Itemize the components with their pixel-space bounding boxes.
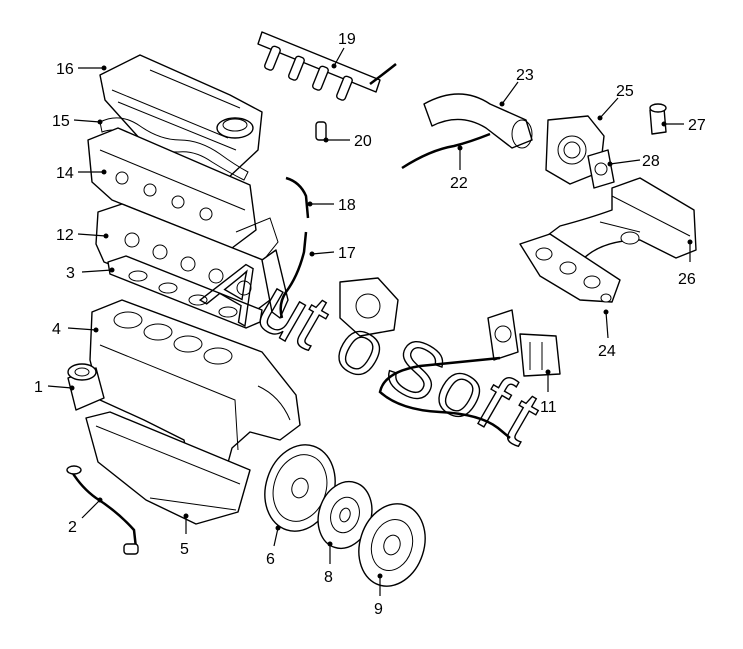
oil-filter-part [67, 363, 105, 411]
callout-20-label: 20 [354, 133, 372, 150]
callout-12: 12 [56, 227, 109, 244]
pipe-part [279, 231, 308, 319]
callout-9-label: 9 [374, 601, 383, 618]
ignition-coil-part [519, 333, 561, 377]
callout-24: 24 [598, 309, 616, 360]
callout-11: 11 [540, 369, 557, 416]
callouts: 1 2 3 4 5 6 8 [34, 31, 706, 618]
callout-1: 1 [34, 379, 75, 396]
callout-25-label: 25 [616, 83, 634, 100]
callout-4: 4 [52, 321, 99, 338]
callout-6-label: 6 [266, 551, 275, 568]
valve-cover-part [99, 54, 263, 179]
fitting-part [649, 103, 667, 135]
callout-28: 28 [607, 153, 660, 170]
head-gasket-part [107, 255, 263, 329]
callout-26-label: 26 [678, 271, 696, 288]
callout-3: 3 [66, 265, 115, 282]
callout-18-label: 18 [338, 197, 356, 214]
throttle-gasket-part [587, 149, 615, 189]
callout-27: 27 [661, 117, 706, 134]
callout-6: 6 [266, 525, 281, 568]
oil-pan-part [85, 411, 251, 525]
callout-17: 17 [309, 245, 356, 262]
callout-8: 8 [324, 541, 333, 586]
intake-hose-part [423, 93, 533, 149]
callout-22: 22 [450, 145, 468, 192]
callout-16: 16 [56, 61, 107, 78]
cam-carrier-part [87, 127, 257, 249]
callout-14-label: 14 [56, 165, 74, 182]
callout-2-label: 2 [68, 519, 77, 536]
callout-18: 18 [307, 197, 356, 214]
fuel-rail-part [257, 31, 397, 101]
callout-27-label: 27 [688, 117, 706, 134]
cylinder-head-part [95, 203, 289, 319]
callout-12-label: 12 [56, 227, 74, 244]
pressure-plate-part [358, 503, 426, 587]
callout-16-label: 16 [56, 61, 74, 78]
manifold-gasket-part [519, 233, 621, 303]
callout-23-label: 23 [516, 67, 534, 84]
bracket-part [378, 309, 519, 439]
callout-14: 14 [56, 165, 107, 182]
callout-11-label: 11 [540, 399, 557, 416]
breather-hose-part [401, 132, 491, 170]
callout-17-label: 17 [338, 245, 356, 262]
callout-2: 2 [68, 497, 103, 536]
callout-4-label: 4 [52, 321, 61, 338]
callout-8-label: 8 [324, 569, 333, 586]
small-hose-part [285, 176, 310, 219]
engine-block-part [89, 299, 301, 471]
callout-1-label: 1 [34, 379, 43, 396]
callout-26: 26 [678, 239, 696, 288]
callout-20: 20 [323, 133, 372, 150]
water-pump-part [339, 277, 399, 337]
callout-15: 15 [52, 113, 103, 130]
callout-28-label: 28 [642, 153, 660, 170]
callout-9: 9 [374, 573, 383, 618]
callout-5-label: 5 [180, 541, 189, 558]
callout-3-label: 3 [66, 265, 75, 282]
callout-15-label: 15 [52, 113, 70, 130]
dipstick-tube-part [66, 465, 139, 555]
callout-19-label: 19 [338, 31, 356, 48]
callout-24-label: 24 [598, 343, 616, 360]
callout-23: 23 [499, 67, 534, 107]
callout-22-label: 22 [450, 175, 468, 192]
callout-25: 25 [597, 83, 634, 121]
sensor-part [315, 121, 327, 141]
callout-19: 19 [331, 31, 356, 69]
callout-5: 5 [180, 513, 189, 558]
